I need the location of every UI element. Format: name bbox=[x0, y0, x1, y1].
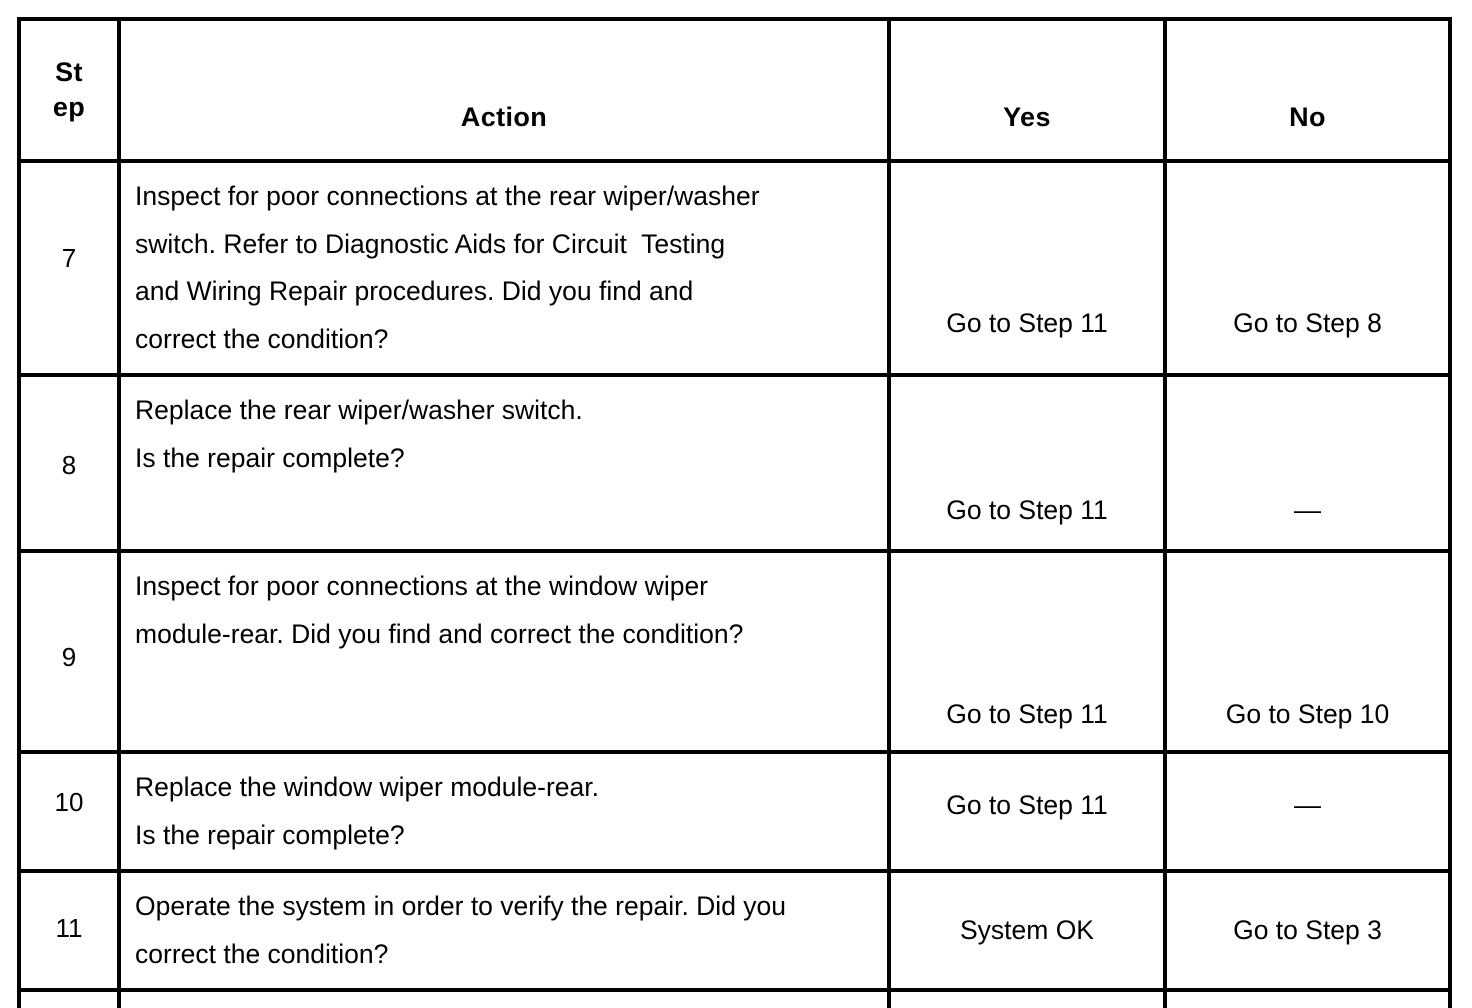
step-number: 8 bbox=[61, 450, 77, 480]
yes-branch-value: System OK bbox=[959, 915, 1094, 945]
step-number: 11 bbox=[55, 913, 83, 943]
action-line: correct the condition? bbox=[135, 938, 389, 969]
yes-branch-cell: Go to Step 11 bbox=[887, 159, 1167, 377]
table-header-row: St ep Action Yes No bbox=[17, 17, 1452, 163]
table-row: 7 Inspect for poor connections at the re… bbox=[17, 159, 1452, 377]
column-header-no: No bbox=[1163, 17, 1452, 163]
no-branch-cell: Go to Step 3 bbox=[1163, 869, 1452, 992]
action-cell bbox=[117, 988, 891, 1008]
action-line: correct the condition? bbox=[135, 323, 389, 354]
yes-branch-value: Go to Step 11 bbox=[946, 699, 1108, 729]
step-number-cell: 10 bbox=[17, 750, 121, 873]
action-line: Replace the window wiper module-rear. bbox=[135, 772, 599, 802]
no-branch-cell: Go to Step 10 bbox=[1163, 549, 1452, 754]
action-line: Is the repair complete? bbox=[135, 442, 405, 473]
action-cell: Inspect for poor connections at the rear… bbox=[117, 159, 891, 377]
action-line: Replace the rear wiper/washer switch. bbox=[135, 395, 583, 425]
column-header-action: Action bbox=[117, 17, 891, 163]
column-header-yes: Yes bbox=[887, 17, 1167, 163]
no-branch-cell bbox=[1163, 988, 1452, 1008]
action-line: Inspect for poor connections at the rear… bbox=[135, 181, 760, 211]
yes-branch-value: Go to Step 11 bbox=[946, 495, 1108, 525]
column-header-action-label: Action bbox=[460, 102, 548, 132]
table-row: 9 Inspect for poor connections at the wi… bbox=[17, 549, 1452, 754]
no-branch-value: Go to Step 10 bbox=[1225, 699, 1390, 729]
step-number-cell: 9 bbox=[17, 549, 121, 754]
step-number: 7 bbox=[61, 243, 77, 273]
action-line: Is the repair complete? bbox=[135, 819, 405, 850]
yes-branch-cell: System OK bbox=[887, 869, 1167, 992]
yes-branch-value: Go to Step 11 bbox=[946, 790, 1108, 820]
table-row: 11 Operate the system in order to verify… bbox=[17, 869, 1452, 992]
no-branch-value: Go to Step 3 bbox=[1233, 915, 1382, 945]
step-number-cell bbox=[17, 988, 121, 1008]
column-header-step-line1: St bbox=[55, 56, 83, 87]
table-row: 8 Replace the rear wiper/washer switch. … bbox=[17, 373, 1452, 553]
action-cell: Inspect for poor connections at the wind… bbox=[117, 549, 891, 754]
no-branch-value: — bbox=[1294, 790, 1321, 820]
table-row: 10 Replace the window wiper module-rear.… bbox=[17, 750, 1452, 873]
column-header-no-label: No bbox=[1289, 102, 1326, 132]
diagnostic-procedure-table: St ep Action Yes No 7 bbox=[17, 17, 1452, 1008]
action-line: and Wiring Repair procedures. Did you fi… bbox=[135, 276, 694, 306]
action-cell: Replace the rear wiper/washer switch. Is… bbox=[117, 373, 891, 553]
column-header-step: St ep bbox=[17, 17, 121, 163]
step-number-cell: 11 bbox=[17, 869, 121, 992]
yes-branch-cell: Go to Step 11 bbox=[887, 750, 1167, 873]
action-cell: Replace the window wiper module-rear. Is… bbox=[117, 750, 891, 873]
column-header-yes-label: Yes bbox=[1003, 102, 1051, 132]
action-line: switch. Refer to Diagnostic Aids for Cir… bbox=[135, 228, 726, 259]
yes-branch-cell bbox=[887, 988, 1167, 1008]
no-branch-cell: — bbox=[1163, 750, 1452, 873]
step-number-cell: 8 bbox=[17, 373, 121, 553]
step-number-cell: 7 bbox=[17, 159, 121, 377]
yes-branch-cell: Go to Step 11 bbox=[887, 373, 1167, 553]
action-line: module-rear. Did you find and correct th… bbox=[135, 618, 744, 649]
action-line: Operate the system in order to verify th… bbox=[135, 891, 787, 921]
column-header-step-line2: ep bbox=[52, 92, 86, 122]
no-branch-cell: — bbox=[1163, 373, 1452, 553]
no-branch-value: Go to Step 8 bbox=[1233, 308, 1382, 338]
action-cell: Operate the system in order to verify th… bbox=[117, 869, 891, 992]
step-number: 9 bbox=[61, 642, 77, 672]
yes-branch-value: Go to Step 11 bbox=[946, 308, 1108, 338]
no-branch-cell: Go to Step 8 bbox=[1163, 159, 1452, 377]
yes-branch-cell: Go to Step 11 bbox=[887, 549, 1167, 754]
table-row-partial bbox=[17, 988, 1452, 1008]
step-number: 10 bbox=[54, 787, 84, 817]
action-line: Inspect for poor connections at the wind… bbox=[135, 571, 709, 601]
no-branch-value: — bbox=[1294, 495, 1321, 525]
